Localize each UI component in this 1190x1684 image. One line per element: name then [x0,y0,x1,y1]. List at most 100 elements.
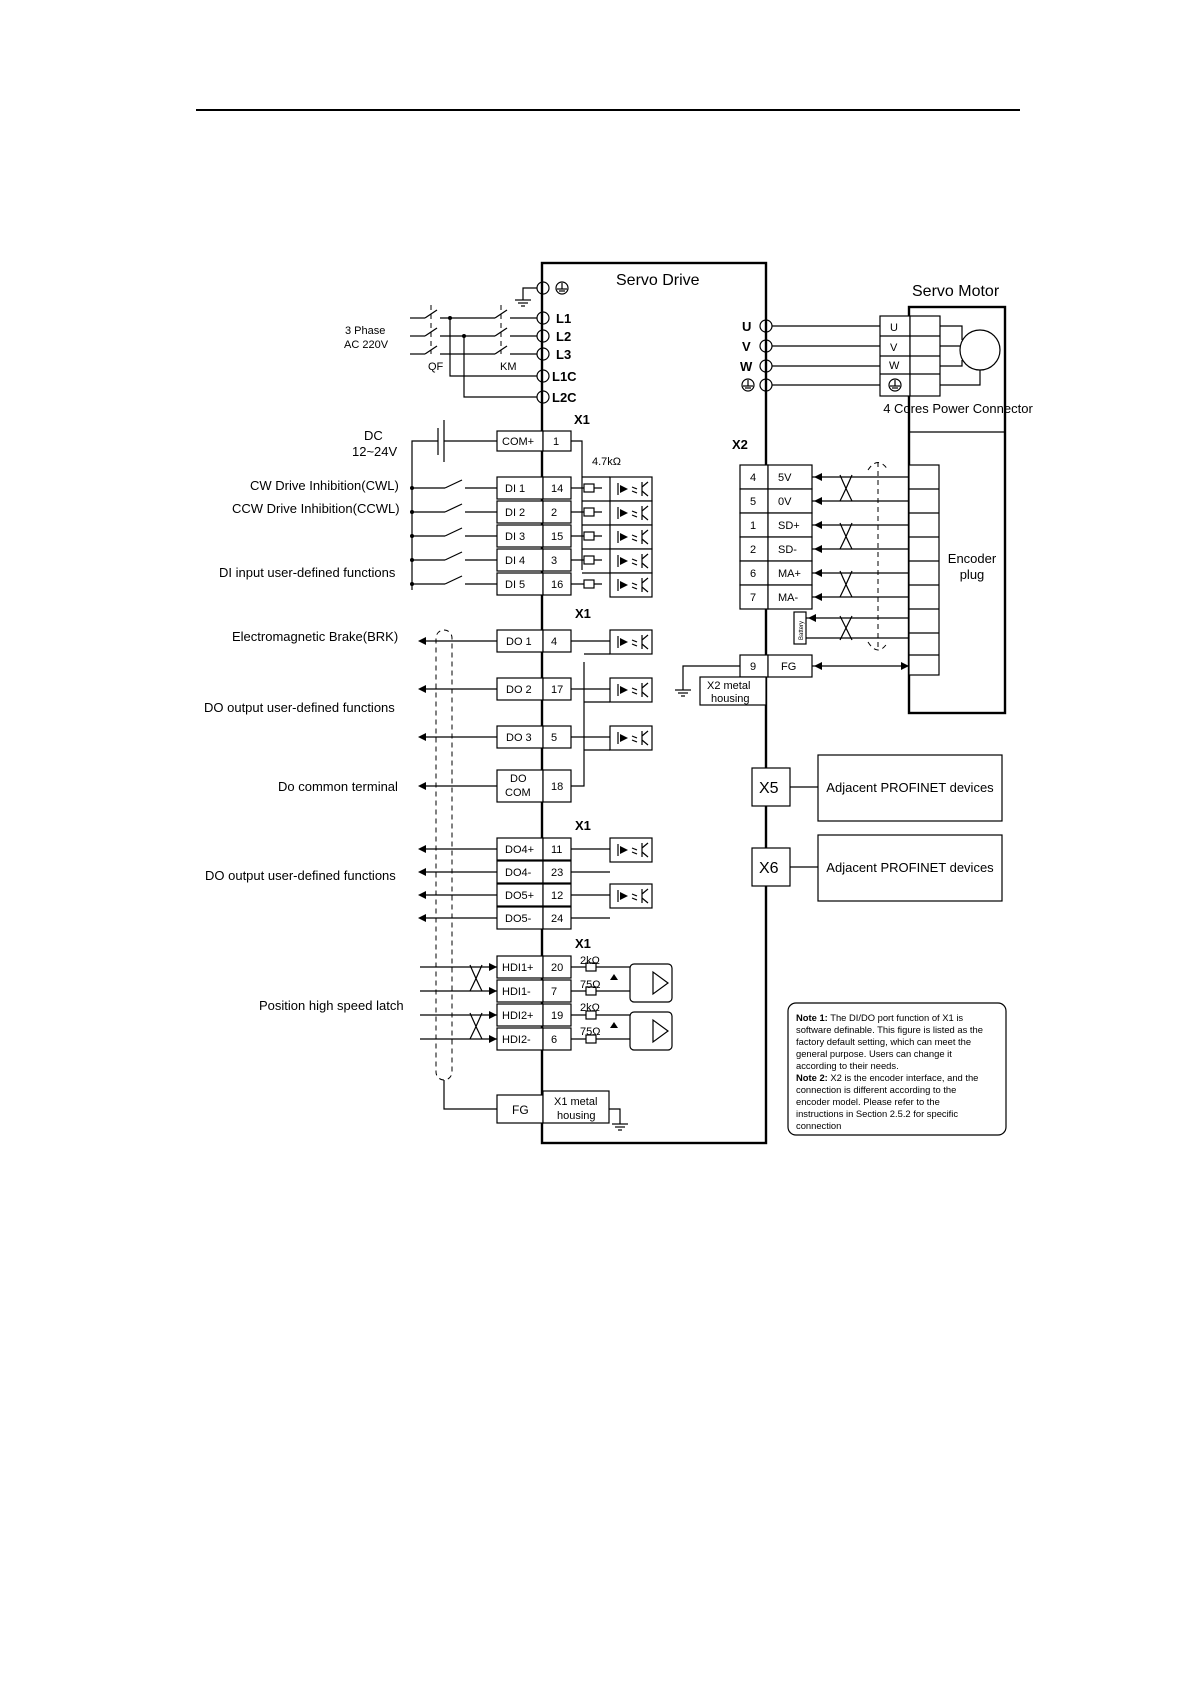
resistor-hdi2-75: 75Ω [580,1026,600,1038]
di-optocoupler-icon [609,548,653,574]
x6-port: X6 Adjacent PROFINET devices [751,834,1003,902]
arrow-left-icon [418,637,426,645]
di-pin: 2 [551,507,557,519]
arrow-left-icon [814,593,822,601]
di-optocoupler-icon [609,572,653,598]
do2-pin: 23 [551,867,563,879]
hdi-receiver-2 [629,1011,673,1051]
encoder-pin: 6 [750,568,756,580]
resistor-di-label: 4.7kΩ [592,456,621,468]
term-l3: L3 [556,347,571,362]
resistor-icon [583,483,595,493]
arrow-right-icon [489,963,497,971]
di-optocoupler-icon [609,524,653,550]
encoder-plug-label-2: plug [960,567,985,582]
do-com-box [496,769,544,803]
term-l1c: L1C [552,369,577,384]
do-name: DO 1 [506,636,532,648]
do-label-com: Do common terminal [278,779,398,794]
di-name: DI 1 [505,483,525,495]
arrow-left-icon [814,473,822,481]
hdi-pin: 7 [551,986,557,998]
x5-device-label: Adjacent PROFINET devices [826,780,994,795]
arrow-left-icon [808,614,816,622]
motor-icon [959,329,1001,371]
resistor-icon [585,1034,597,1044]
do2-label-user: DO output user-defined functions [205,868,396,883]
motor-encoder-plug [908,464,940,676]
di-pin: 16 [551,579,563,591]
arrow-left-icon [418,685,426,693]
drive-ground-icon [555,281,569,295]
term-l1: L1 [556,311,571,326]
di-label-cwl: CW Drive Inhibition(CWL) [250,478,399,493]
x5-port: X5 Adjacent PROFINET devices [751,754,1003,822]
hdi-row: HDI1- 7 [420,979,630,1003]
do-name: DO 3 [506,732,532,744]
term-l2: L2 [556,329,571,344]
do2-row: DO4- 23 [418,860,610,884]
x2-housing-box [699,676,767,706]
x5-label: X5 [759,780,779,797]
hdi-row: HDI1+ 20 [420,955,630,992]
contactor-label: KM [500,361,517,373]
do-label-brk: Electromagnetic Brake(BRK) [232,629,398,644]
drive-term-w: W [740,359,753,374]
do2-pin: 24 [551,913,563,925]
hdi-label: Position high speed latch [259,998,404,1013]
encoder-fg-row: 9 FG [675,654,909,697]
note-box [787,1002,1007,1136]
com-plus-pin: 1 [553,436,559,448]
x2-housing-label-1: X2 metal [707,680,750,692]
encoder-fg-name: FG [781,661,796,673]
arrow-right-icon [489,1035,497,1043]
di-name: DI 2 [505,507,525,519]
x1-label-do: X1 [575,606,591,621]
encoder-name-cell [767,536,813,562]
motor-power-connector-label: 4 Cores Power Connector [883,401,1033,416]
x1-housing-box [542,1090,610,1124]
battery-label: Battery [799,621,805,640]
do2-name: DO5+ [505,890,534,902]
do5-optocoupler-icon [609,883,653,909]
servo-motor-title: Servo Motor [912,283,1000,300]
do2-row: DO5+12 [418,883,610,907]
resistor-hdi2-2k: 2kΩ [580,1002,600,1014]
hdi-name: HDI1- [502,986,531,998]
do-pin: 5 [551,732,557,744]
di-pin: 15 [551,531,563,543]
do2-name: DO4- [505,867,532,879]
hdi-pin: 20 [551,962,563,974]
hdi-row: HDI2+19 [420,1003,630,1040]
encoder-name: SD+ [778,520,800,532]
do-row: DO 3 5 [418,725,653,751]
motor-output-terminals: U V W [740,319,880,392]
do-pin: 4 [551,636,557,648]
battery-icon [793,611,807,645]
arrow-right-icon [489,1011,497,1019]
encoder-fg-pin: 9 [750,661,756,673]
drive-term-u: U [742,319,751,334]
x2-housing-label-2: housing [711,693,750,705]
do-optocoupler-icon [609,629,653,655]
do2-name: DO5- [505,913,532,925]
hdi-pin: 19 [551,1010,563,1022]
arrow-left-icon [418,914,426,922]
x1-housing-label-1: X1 metal [554,1096,597,1108]
resistor-icon [583,555,595,565]
hdi-name: HDI1+ [502,962,534,974]
arrow-left-icon [418,733,426,741]
arrow-right-icon [489,987,497,995]
do2-name: DO4+ [505,844,534,856]
di-pin: 3 [551,555,557,567]
shield-cable [435,629,453,1081]
resistor-icon [585,962,597,972]
x1-label-di: X1 [574,412,590,427]
encoder-pin: 2 [750,544,756,556]
